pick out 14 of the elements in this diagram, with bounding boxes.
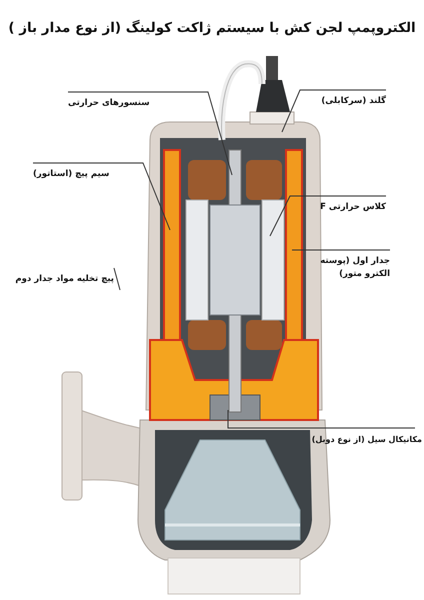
part-label: پیچ تخلیه مواد جدار دوم [14,273,114,286]
part-label: کلاس حرارتی F [319,201,386,214]
leader-line [270,196,386,236]
part-label: سنسورهای حرارتی [68,97,151,110]
leader-line [114,268,120,290]
part-label: گلند (سرکابلی) [320,95,386,108]
part-label: جدار اول (پوسته الکترو متور) [319,255,390,281]
leader-line [282,90,386,132]
leader-line [32,162,170,230]
leader-line [68,92,232,176]
part-label: مکانیکال سیل (از نوع دوبل) [310,434,422,446]
diagram-title: الکتروپمپ لجن کش با سیستم ژاکت کولینگ (از نوع مدار باز ) [7,20,417,36]
leader-line [228,410,416,428]
part-label: سیم پیچ (استاتور) [33,168,110,181]
